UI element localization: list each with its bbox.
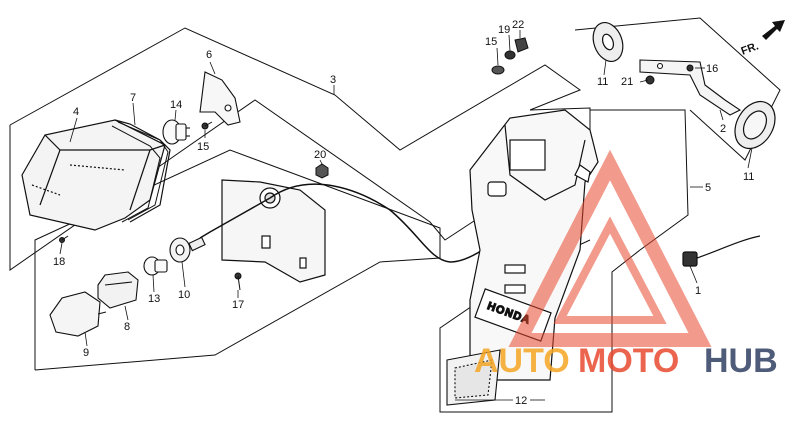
watermark: AUTO MOTO HUB [474,149,778,380]
hardware-21 [645,75,655,85]
screw-18 [59,235,69,243]
callout-18: 18 [53,256,65,268]
hardware-15-19-22 [491,37,529,75]
callout-19: 19 [498,24,510,36]
frame-3-outline [9,27,591,271]
callout-17: 17 [232,299,244,311]
round-reflector-right [734,100,776,150]
callout-3: 3 [330,74,336,86]
rear-reflector [446,349,501,406]
front-direction-label: FR. [740,40,761,57]
callout-11-right: 11 [743,171,754,183]
cover-plate [199,71,241,126]
callout-12: 12 [515,395,527,407]
turn-signal-bulb [143,256,168,276]
turn-signal-lens [49,291,107,337]
callout-6: 6 [206,49,212,61]
frame-bracket-outline [574,17,781,161]
callout-22: 22 [512,19,524,31]
callout-5: 5 [705,182,711,194]
watermark-triangle-logo [508,149,712,347]
leader-lines [59,30,753,401]
callout-14: 14 [170,99,182,111]
callout-20: 20 [314,149,326,161]
front-arrow-icon [762,20,785,40]
front-direction-indicator: FR. [740,20,785,58]
lens-gasket [111,121,169,223]
round-reflector-top [592,22,624,62]
callout-4: 4 [73,106,79,118]
screw-16-left [201,121,213,130]
callout-9: 9 [83,347,89,359]
callout-13: 13 [148,293,160,305]
screw-17 [234,272,242,291]
callout-15: 15 [485,36,497,48]
callout-16-left: 15 [197,141,209,153]
watermark-part-auto: AUTO [474,342,570,380]
tail-light-lens [21,119,171,231]
callout-7: 7 [130,92,136,104]
callout-2: 2 [720,123,726,135]
callout-10: 10 [178,289,190,301]
bulb-socket [169,236,206,263]
watermark-part-moto: MOTO [578,342,679,380]
callout-1: 1 [695,285,701,297]
frame-lower-outline [34,149,441,371]
connector-1 [682,235,761,267]
socket-housing [97,271,139,309]
tail-bulb [162,119,190,145]
rear-fender: HONDA [469,109,599,381]
callout-8: 8 [124,321,130,333]
callout-16-right: 16 [706,63,718,75]
nut-20 [315,163,329,179]
hardware-16-right [686,64,694,72]
callout-11-top: 11 [597,76,608,88]
callout-labels: 4 7 14 6 15 3 20 18 13 10 17 8 9 15 19 2… [53,19,754,407]
watermark-part-hub: HUB [704,342,778,380]
wiring-harness [199,183,511,263]
callout-21: 21 [621,76,633,88]
